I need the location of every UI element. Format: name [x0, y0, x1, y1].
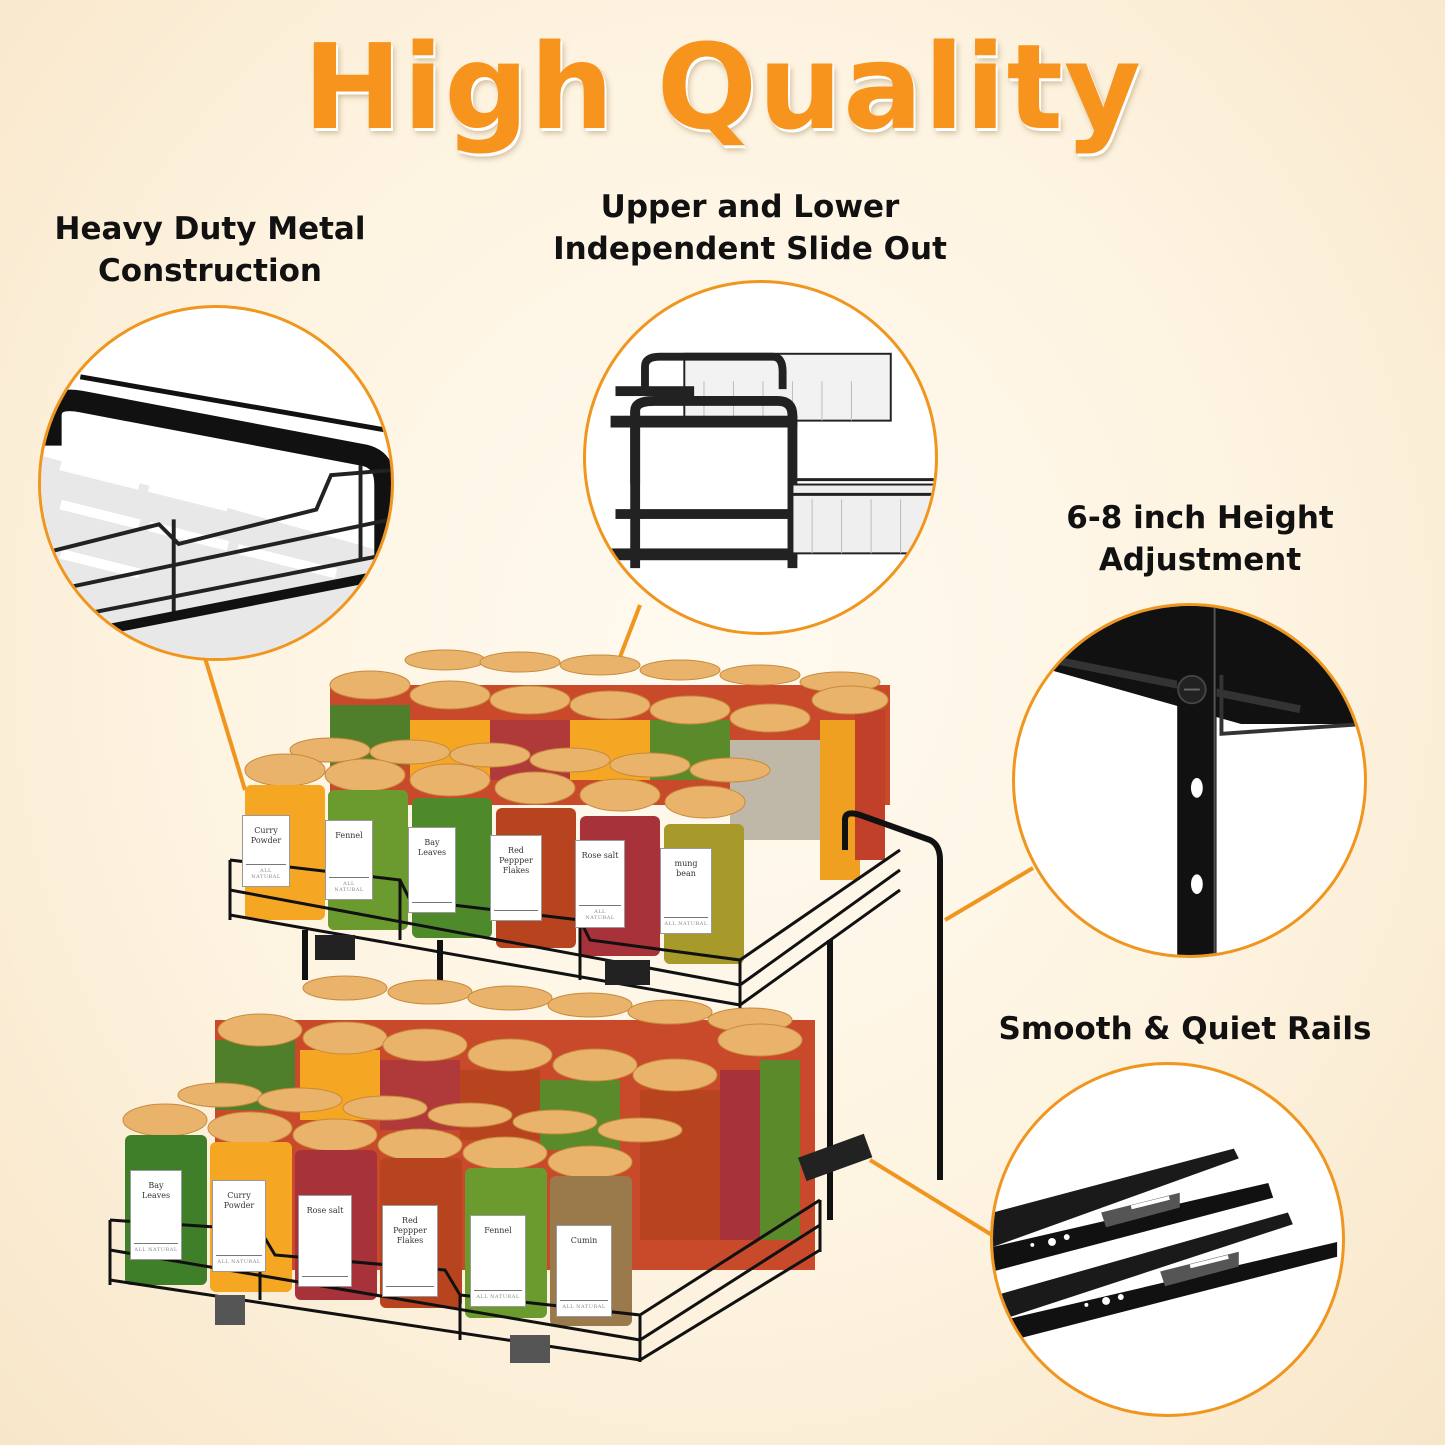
caption-independent-slide: Upper and Lower Independent Slide Out	[530, 186, 970, 270]
caption-quiet-rails: Smooth & Quiet Rails	[990, 1008, 1380, 1050]
jar-label: Bay Leaves ALL NATURAL	[130, 1170, 182, 1260]
drawer-rail-icon	[993, 1148, 1338, 1346]
jar-label: Fennel ALL NATURAL	[325, 820, 373, 900]
page-title: High Quality	[303, 18, 1142, 156]
caption-line: Smooth & Quiet Rails	[998, 1011, 1372, 1047]
two-tier-slide-icon	[610, 352, 935, 569]
caption-metal-construction: Heavy Duty Metal Construction	[40, 208, 380, 292]
jar-label: Rose salt ALL NATURAL	[575, 840, 625, 928]
jar-label: Red Peppper Flakes	[490, 835, 542, 921]
jar-label: Curry Powder ALL NATURAL	[212, 1180, 266, 1272]
caption-line: 6-8 inch Height	[1066, 500, 1334, 536]
caption-line: Heavy Duty Metal	[54, 211, 366, 247]
jar-label: Red Peppper Flakes	[382, 1205, 438, 1297]
spice-rack-illustration	[108, 649, 943, 1363]
jar-label: Curry Powder ALL NATURAL	[242, 815, 290, 887]
jar-label: Fennel ALL NATURAL	[470, 1215, 526, 1307]
jar-label: mung bean ALL NATURAL	[660, 848, 712, 934]
detail-circle-metal	[38, 305, 394, 661]
caption-line: Upper and Lower	[600, 189, 900, 225]
detail-circle-height	[1012, 603, 1367, 958]
jar-label: Bay Leaves	[408, 827, 456, 913]
spice-rack-product: Curry Powder ALL NATURAL Fennel ALL NATU…	[100, 640, 950, 1380]
caption-line: Adjustment	[1098, 542, 1302, 578]
height-post-icon	[1015, 606, 1364, 955]
caption-line: Independent Slide Out	[553, 231, 947, 267]
detail-circle-slide	[583, 280, 938, 635]
caption-height-adjustment: 6-8 inch Height Adjustment	[1040, 497, 1360, 581]
detail-circle-rails	[990, 1062, 1345, 1417]
jar-label: Cumin ALL NATURAL	[556, 1225, 612, 1317]
caption-line: Construction	[98, 253, 322, 289]
wire-basket-detail-icon	[41, 374, 391, 658]
jar-label: Rose salt	[298, 1195, 352, 1287]
